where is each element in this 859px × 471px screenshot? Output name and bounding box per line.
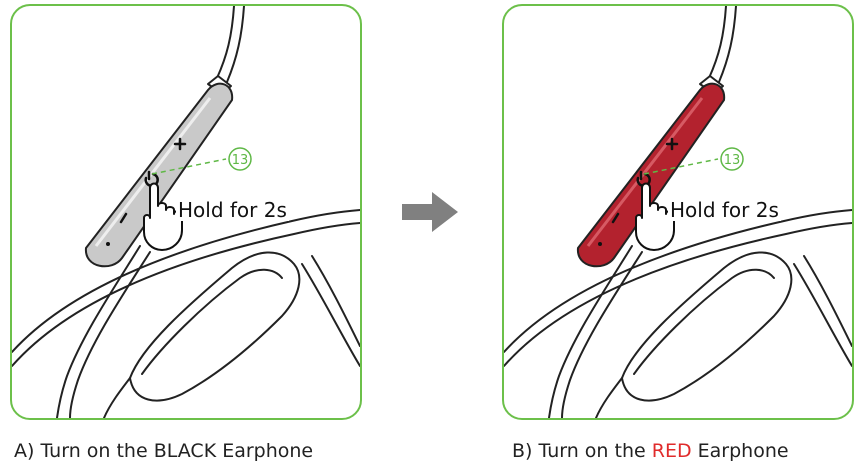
hold-instruction: Hold for 2s — [176, 198, 289, 222]
panel-black-earphone: 13 Hold for 2s — [10, 4, 362, 420]
callout-circle — [228, 147, 252, 171]
caption-suffix: Earphone — [691, 440, 789, 462]
caption-prefix: B) Turn on the — [512, 440, 652, 462]
caption-highlight: BLACK — [153, 440, 217, 462]
callout-number: 13 — [232, 153, 249, 168]
callout-number: 13 — [724, 153, 741, 168]
minus-icon — [119, 212, 128, 224]
mic-hole-icon — [598, 242, 602, 246]
plus-icon — [173, 137, 187, 151]
caption-prefix: A) Turn on the — [14, 440, 154, 462]
caption-black-earphone: A) Turn on the BLACK Earphone — [14, 440, 313, 462]
mic-hole-icon — [106, 242, 110, 246]
minus-icon — [611, 212, 620, 224]
earphone-illustration: 13 — [504, 6, 852, 418]
hold-instruction: Hold for 2s — [668, 198, 781, 222]
caption-highlight: RED — [651, 440, 692, 462]
panel-red-earphone: 13 Hold for 2s — [502, 4, 854, 420]
earphone-illustration: 13 — [12, 6, 360, 418]
caption-red-earphone: B) Turn on the RED Earphone — [512, 440, 789, 462]
caption-suffix: Earphone — [216, 440, 314, 462]
right-arrow-icon — [402, 192, 458, 232]
callout-circle — [720, 147, 744, 171]
plus-icon — [665, 137, 679, 151]
